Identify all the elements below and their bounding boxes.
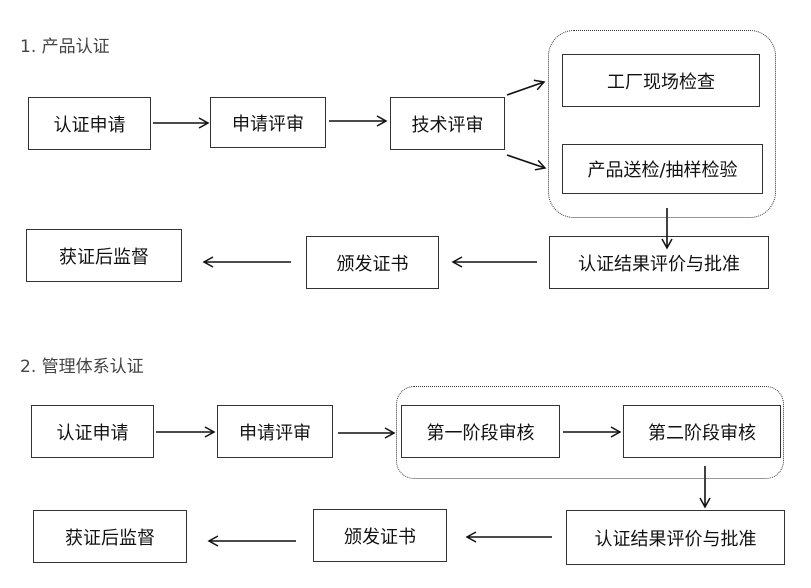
s1-sample-test-box: 产品送检/抽样检验 — [562, 144, 763, 194]
section2-audit-group — [396, 386, 784, 479]
s1-arrow-tech-to-factory — [506, 79, 546, 96]
s1-approval-box: 认证结果评价与批准 — [549, 236, 769, 289]
s1-factory-inspection-box: 工厂现场检查 — [562, 54, 760, 107]
s1-apply-box: 认证申请 — [28, 97, 151, 150]
s2-apply-box: 认证申请 — [31, 405, 154, 458]
s2-stage2-audit-box: 第二阶段审核 — [623, 405, 781, 458]
s1-tech-review-box: 技术评审 — [390, 97, 505, 150]
section1-inspection-group — [548, 30, 776, 218]
s2-supervision-box: 获证后监督 — [33, 510, 187, 563]
s2-issue-certificate-box: 颁发证书 — [313, 509, 447, 562]
section1-title: 1. 产品认证 — [20, 37, 110, 57]
section2-title: 2. 管理体系认证 — [20, 357, 144, 377]
s1-supervision-box: 获证后监督 — [26, 229, 182, 282]
s1-issue-certificate-box: 颁发证书 — [306, 236, 439, 289]
s2-stage1-audit-box: 第一阶段审核 — [401, 405, 560, 458]
s1-arrow-tech-to-sample — [506, 154, 547, 171]
s2-approval-box: 认证结果评价与批准 — [566, 510, 785, 565]
s1-review-box: 申请评审 — [210, 97, 326, 148]
s2-review-box: 申请评审 — [217, 405, 333, 458]
